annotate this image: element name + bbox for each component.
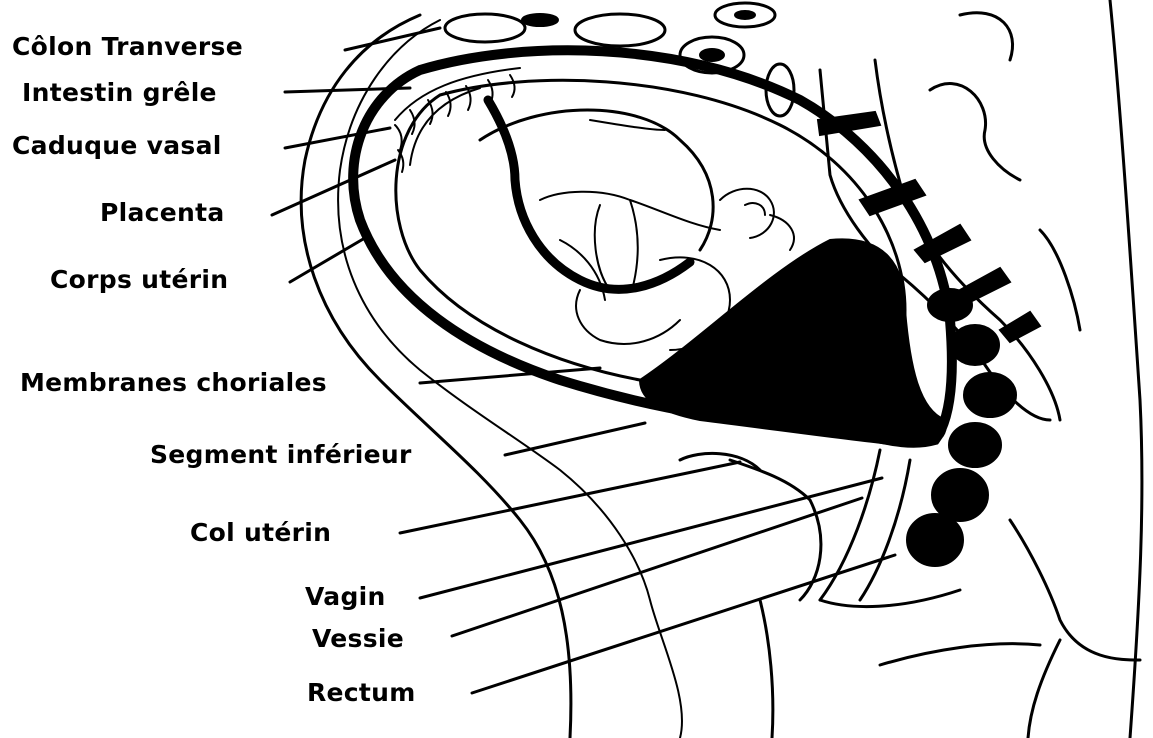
label-rectum: Rectum (307, 680, 416, 705)
label-lower-segment: Segment inférieur (150, 442, 412, 467)
leader-uterine-body (290, 235, 370, 282)
leader-bladder (452, 498, 862, 636)
label-decidua: Caduque vasal (12, 133, 222, 158)
leg-contour-2 (760, 600, 773, 738)
leader-colon (345, 28, 440, 50)
label-uterine-body: Corps utérin (50, 267, 228, 292)
label-colon-transverse: Côlon Tranverse (12, 34, 243, 59)
leader-lower-segment (505, 423, 645, 455)
label-small-intestine: Intestin grêle (22, 80, 217, 105)
label-cervix: Col utérin (190, 520, 331, 545)
label-bladder: Vessie (312, 626, 404, 651)
label-placenta: Placenta (100, 200, 225, 225)
leader-rectum (472, 555, 895, 693)
label-chorionic-membranes: Membranes choriales (20, 370, 327, 395)
leader-placenta (272, 160, 395, 215)
leg-contour (1028, 640, 1060, 738)
label-vagina: Vagin (305, 584, 386, 609)
leader-cervix (400, 462, 740, 533)
leader-decidua (285, 128, 390, 148)
